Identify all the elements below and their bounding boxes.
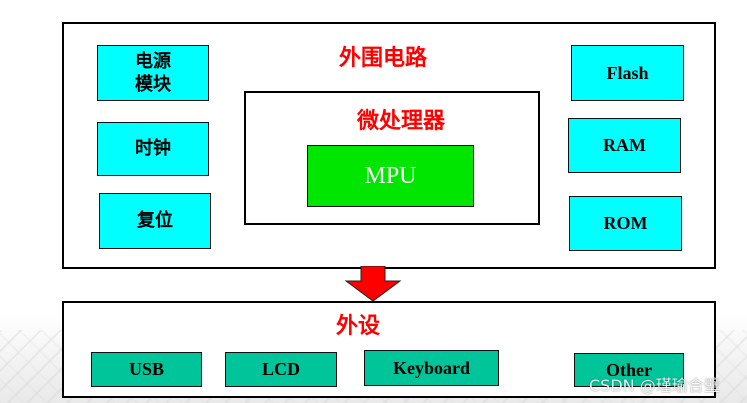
other-box: Other	[574, 353, 684, 387]
lcd-box: LCD	[225, 352, 337, 387]
down-arrow-icon	[344, 266, 402, 302]
clock-box: 时钟	[97, 122, 209, 176]
rom-box: ROM	[569, 196, 682, 251]
microprocessor-title: 微处理器	[357, 109, 446, 134]
reset-box: 复位	[99, 193, 211, 249]
flash-box: Flash	[571, 45, 684, 101]
peripherals-title: 外设	[336, 314, 381, 339]
peripheral-circuit-title: 外围电路	[339, 46, 428, 71]
keyboard-box: Keyboard	[364, 350, 499, 386]
mpu-box: MPU	[307, 145, 474, 207]
ram-box: RAM	[568, 118, 681, 173]
power-module-box: 电源 模块	[97, 45, 209, 101]
usb-box: USB	[91, 352, 202, 387]
